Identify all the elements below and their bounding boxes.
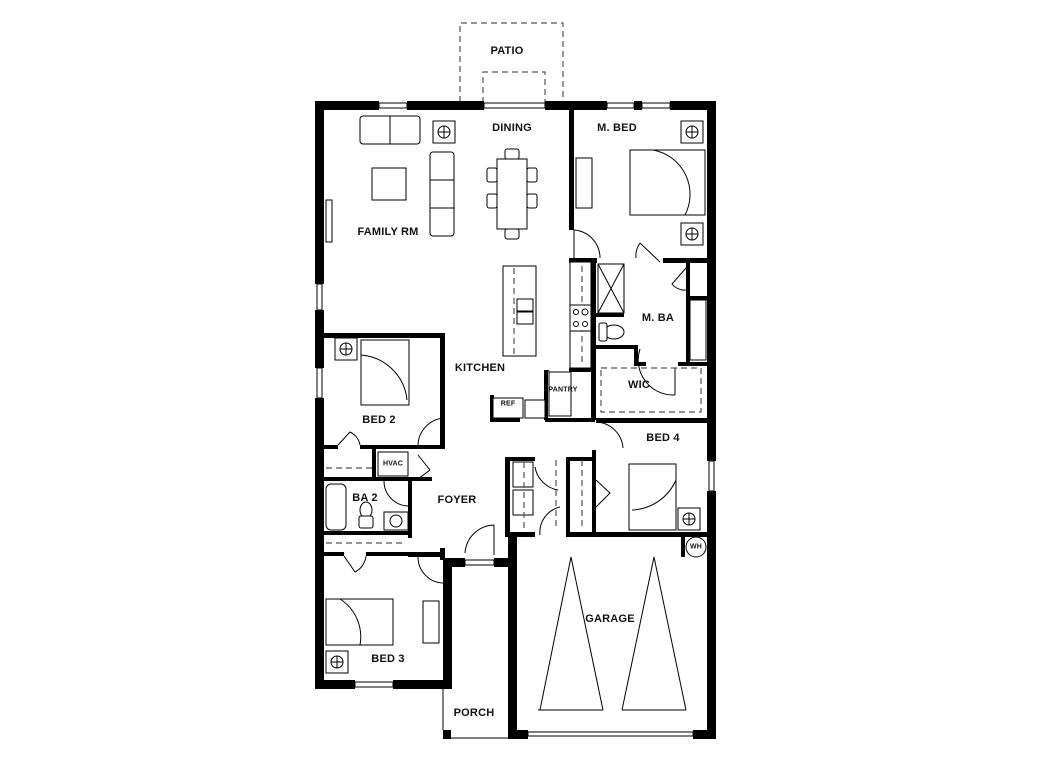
- exterior-walls: [315, 101, 716, 739]
- label-bed3: BED 3: [371, 653, 405, 665]
- label-water-heater: WH: [689, 543, 703, 551]
- label-wic: WIC: [628, 379, 650, 391]
- interior-walls: [324, 110, 707, 560]
- label-bath2: BA 2: [352, 492, 378, 504]
- label-master-bed: M. BED: [597, 122, 637, 134]
- windows: [316, 102, 715, 739]
- label-family-room: FAMILY RM: [357, 226, 419, 238]
- label-hvac: HVAC: [382, 460, 404, 468]
- label-foyer: FOYER: [437, 494, 477, 506]
- label-dining: DINING: [492, 122, 532, 134]
- patio-outline: [459, 22, 564, 103]
- label-bed2: BED 2: [362, 414, 396, 426]
- furniture: [325, 115, 707, 711]
- label-porch: PORCH: [453, 707, 495, 719]
- label-pantry: PANTRY: [548, 386, 578, 394]
- label-ref: REF: [500, 400, 516, 408]
- label-bed4: BED 4: [646, 432, 680, 444]
- label-garage: GARAGE: [585, 613, 635, 625]
- label-kitchen: KITCHEN: [454, 362, 506, 374]
- label-patio: PATIO: [490, 45, 524, 57]
- label-master-bath: M. BA: [641, 312, 675, 324]
